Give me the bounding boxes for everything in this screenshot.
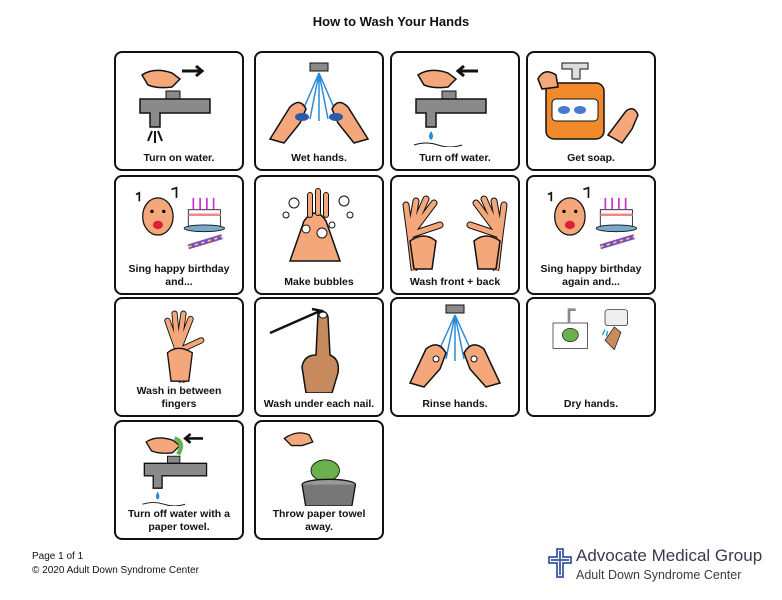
- rinse-hands-icon: [408, 304, 502, 388]
- step-card-wash-between-fingers: Wash in between fingers: [114, 297, 244, 417]
- dry-hands-icon: [552, 308, 628, 351]
- organization-logo: Advocate Medical Group Adult Down Syndro…: [548, 546, 768, 586]
- logo-name: Advocate Medical Group: [576, 546, 763, 565]
- step-card-turn-off-water: Turn off water.: [390, 51, 520, 171]
- step-label: Get soap.: [567, 152, 615, 164]
- step-label: Throw paper towel away.: [272, 508, 366, 533]
- step-card-sing-happy-birthday: Sing happy birthday and...: [114, 175, 244, 295]
- step-card-wash-under-nail: Wash under each nail.: [254, 297, 384, 417]
- faucet-on-icon: [139, 64, 211, 143]
- step-label: Sing happy birthday again and...: [540, 263, 642, 288]
- step-card-wash-front-back: Wash front + back: [390, 175, 520, 295]
- hand-fingers-icon: [164, 310, 205, 383]
- step-label: Turn off water.: [419, 152, 491, 164]
- singing-birthday-icon: [547, 186, 638, 250]
- singing-birthday-icon: [135, 186, 226, 250]
- step-label: Wet hands.: [291, 152, 347, 164]
- faucet-towel-icon: [142, 432, 208, 506]
- fingernail-icon: [269, 307, 340, 393]
- step-label: Make bubbles: [284, 276, 354, 288]
- step-label: Wash front + back: [409, 276, 501, 288]
- step-card-turn-off-with-towel: Turn off water with a paper towel.: [114, 420, 244, 540]
- wet-hands-icon: [268, 62, 370, 144]
- soap-pump-icon: [537, 62, 639, 144]
- page-number: Page 1 of 1: [32, 551, 84, 562]
- step-label: Rinse hands.: [422, 398, 488, 410]
- trash-can-icon: [283, 432, 357, 506]
- step-label: Wash under each nail.: [263, 398, 375, 410]
- step-label: Wash in between fingers: [136, 385, 222, 410]
- step-card-get-soap: Get soap.: [526, 51, 656, 171]
- bubbles-hands-icon: [282, 188, 354, 262]
- step-card-throw-towel-away: Throw paper towel away.: [254, 420, 384, 540]
- step-label: Sing happy birthday and...: [128, 263, 230, 288]
- step-grid: Turn on water. Wet hands. Turn off water…: [114, 51, 666, 541]
- step-card-dry-hands: Dry hands.: [526, 297, 656, 417]
- hands-front-back-icon: [402, 195, 508, 271]
- faucet-off-icon: [413, 64, 487, 147]
- page-footer: Page 1 of 1 © 2020 Adult Down Syndrome C…: [32, 550, 199, 578]
- step-label: Turn on water.: [143, 152, 215, 164]
- step-card-turn-on-water: Turn on water.: [114, 51, 244, 171]
- medical-cross-icon: [548, 548, 572, 578]
- step-card-wet-hands: Wet hands.: [254, 51, 384, 171]
- page-title: How to Wash Your Hands: [312, 14, 470, 29]
- step-label: Turn off water with a paper towel.: [128, 508, 230, 533]
- step-card-rinse-hands: Rinse hands.: [390, 297, 520, 417]
- step-card-sing-happy-birthday-again: Sing happy birthday again and...: [526, 175, 656, 295]
- step-label: Dry hands.: [563, 398, 619, 410]
- logo-subtitle: Adult Down Syndrome Center: [576, 568, 742, 582]
- copyright: © 2020 Adult Down Syndrome Center: [32, 565, 199, 576]
- step-card-make-bubbles: Make bubbles: [254, 175, 384, 295]
